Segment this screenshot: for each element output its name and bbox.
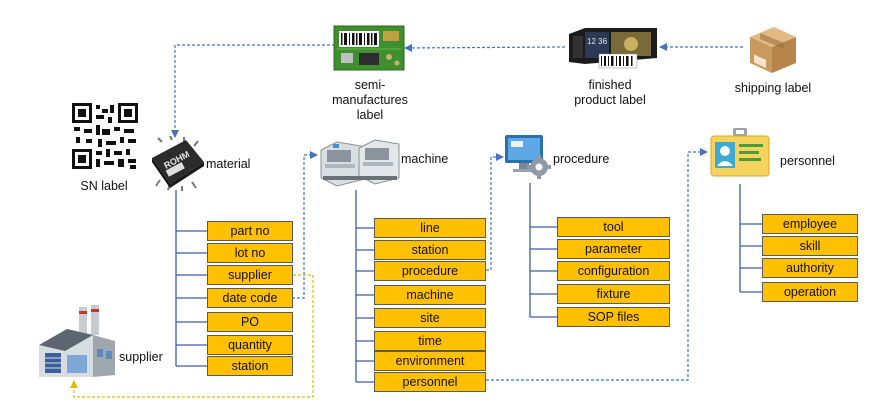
finished-label-title: finished product label: [553, 78, 667, 108]
factory-icon: [39, 305, 115, 377]
procedure-title: procedure: [553, 152, 610, 166]
ic-chip-icon: ROHM: [152, 136, 204, 191]
semi-label-line-1: semi-: [354, 78, 386, 92]
personnel-field-authority: authority: [762, 258, 858, 278]
machine-field-procedure: procedure: [374, 261, 486, 281]
id-badge-icon: [710, 128, 770, 177]
monitor-gear-icon: [505, 135, 551, 179]
personnel-title: personnel: [780, 154, 835, 168]
material-field-part-no: part no: [207, 221, 293, 241]
personnel-field-employee: employee: [762, 214, 858, 234]
semi-label-title: semi- manufactures label: [318, 78, 422, 123]
material-field-po: PO: [207, 312, 293, 332]
supplier-title: supplier: [119, 350, 163, 364]
machine-field-station: station: [374, 240, 486, 260]
semi-label-line-3: label: [356, 108, 384, 122]
machine-field-line: line: [374, 218, 486, 238]
material-field-supplier: supplier: [207, 265, 293, 285]
pcb-label-icon: [333, 25, 405, 71]
smt-machine-icon: [320, 139, 400, 187]
machine-field-machine: machine: [374, 285, 486, 305]
procedure-field-tool: tool: [557, 217, 670, 237]
material-field-station: station: [207, 356, 293, 376]
procedure-field-sop-files: SOP files: [557, 307, 670, 327]
material-field-lot-no: lot no: [207, 243, 293, 263]
material-field-quantity: quantity: [207, 335, 293, 355]
procedure-field-configuration: configuration: [557, 261, 670, 281]
tree-lines: [175, 183, 762, 383]
qr-code-icon: [72, 103, 138, 169]
material-field-date-code: date code: [207, 288, 293, 308]
material-title: material: [206, 157, 251, 171]
semi-label-line-2: manufactures: [332, 93, 408, 107]
arrow-personnel-to-personnel: [486, 148, 708, 381]
arrow-semi-to-material: [171, 44, 335, 138]
shipping-box-icon: [750, 27, 796, 73]
machine-field-time: time: [374, 331, 486, 351]
supplier-arrow: [70, 274, 314, 398]
flow-arrows: [171, 43, 743, 381]
finished-label-line-2: product label: [574, 93, 646, 107]
personnel-field-operation: operation: [762, 282, 858, 302]
arrow-material-to-machine: [292, 151, 318, 299]
machine-field-personnel: personnel: [374, 372, 486, 392]
procedure-field-parameter: parameter: [557, 239, 670, 259]
shipping-label-title: shipping label: [734, 81, 812, 95]
machine-field-environment: environment: [374, 351, 486, 371]
arrow-procedure-to-procedure: [486, 153, 504, 271]
procedure-field-fixture: fixture: [557, 284, 670, 304]
device-time-text: 12 36: [587, 37, 608, 46]
arrow-finished-to-semi: [404, 43, 566, 52]
sn-label-title: SN label: [80, 179, 128, 193]
machine-title: machine: [401, 152, 449, 166]
device-label-icon: 12 36: [569, 28, 657, 69]
machine-field-site: site: [374, 308, 486, 328]
finished-label-line-1: finished: [588, 78, 632, 92]
personnel-field-skill: skill: [762, 236, 858, 256]
